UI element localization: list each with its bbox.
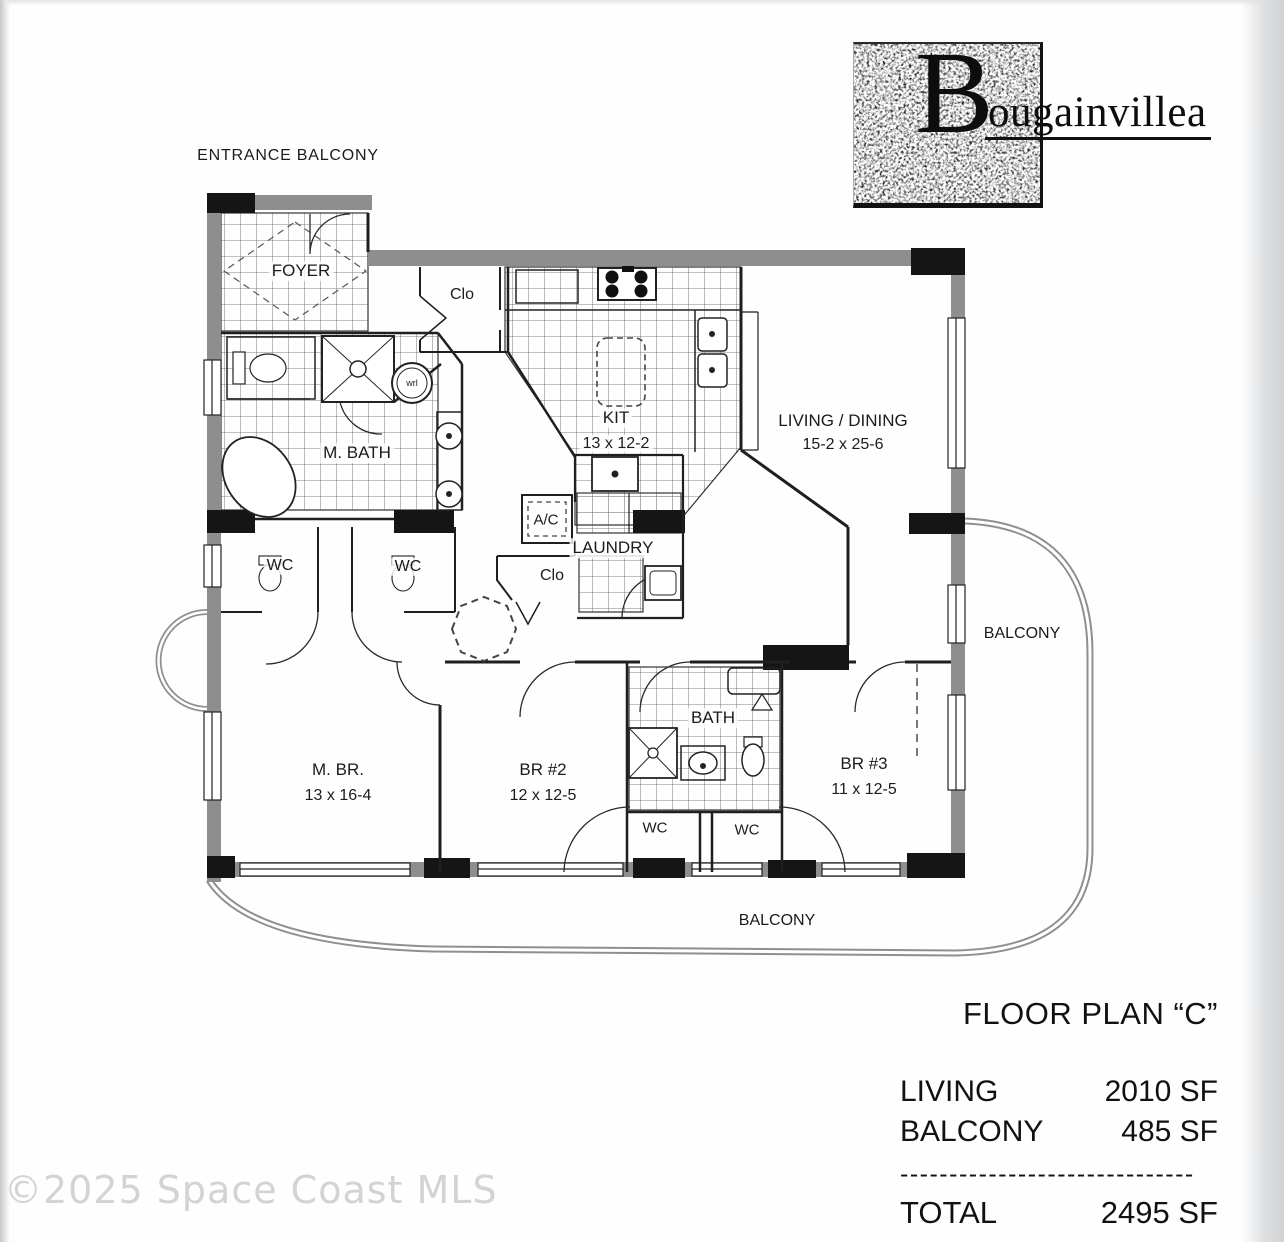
page-edge-top bbox=[0, 0, 1284, 6]
balcony-area-row: BALCONY 485 SF bbox=[900, 1112, 1218, 1152]
wc-bottom-2-label: WC bbox=[731, 821, 763, 839]
ac-closet-label: A/C bbox=[530, 511, 562, 529]
wall-blocks bbox=[207, 193, 965, 878]
balcony-rails bbox=[155, 517, 1094, 957]
balcony-area-value: 485 SF bbox=[1121, 1114, 1218, 1148]
living-area-row: LIVING 2010 SF bbox=[900, 1072, 1218, 1112]
logo-texture-square bbox=[853, 42, 1043, 208]
logo-initial: B bbox=[915, 27, 994, 158]
master-bedroom-label: M. BR. bbox=[312, 760, 364, 780]
page-edge-left bbox=[0, 0, 10, 1242]
living-dining-dims: 15-2 x 25-6 bbox=[802, 435, 884, 453]
floor-plan-title: FLOOR PLAN “C” bbox=[962, 996, 1218, 1031]
kitchen-dims: 13 x 12-2 bbox=[579, 434, 653, 454]
area-rows: LIVING 2010 SF BALCONY 485 SF bbox=[900, 1072, 1218, 1152]
balcony-area-label: BALCONY bbox=[900, 1114, 1044, 1148]
closet-mid-label: Clo bbox=[536, 566, 568, 586]
living-area-value: 2010 SF bbox=[1104, 1075, 1218, 1108]
total-area-row: TOTAL 2495 SF bbox=[900, 1195, 1218, 1231]
whirlpool-label: wrl bbox=[406, 377, 418, 388]
foyer-label: FOYER bbox=[268, 261, 334, 281]
wc-left-1-label: WC bbox=[263, 556, 297, 576]
wc-bottom-1-label: WC bbox=[639, 819, 671, 837]
dashed-details bbox=[222, 221, 646, 663]
door-arcs bbox=[265, 213, 906, 873]
area-summary: FLOOR PLAN “C” LIVING 2010 SF BALCONY 48… bbox=[900, 996, 1218, 1231]
windows bbox=[203, 317, 966, 877]
laundry-label: LAUNDRY bbox=[569, 538, 657, 558]
bougainvillea-logo: B ougainvillea bbox=[853, 34, 1233, 215]
page-edge-right bbox=[1242, 0, 1284, 1242]
mls-watermark: ©2025 Space Coast MLS bbox=[4, 1168, 498, 1212]
bedroom-3-label: BR #3 bbox=[840, 754, 888, 774]
master-bath-label: M. BATH bbox=[320, 443, 394, 463]
living-dining-label: LIVING / DINING bbox=[778, 411, 908, 431]
balcony-right-label: BALCONY bbox=[983, 624, 1061, 642]
master-bedroom-dims: 13 x 16-4 bbox=[304, 786, 372, 804]
balcony-bottom-label: BALCONY bbox=[738, 911, 816, 929]
total-area-label: TOTAL bbox=[900, 1194, 998, 1230]
total-area-value: 2495 SF bbox=[1100, 1194, 1218, 1230]
summary-divider: ------------------------------ bbox=[900, 1161, 1195, 1187]
bedroom-2-dims: 12 x 12-5 bbox=[509, 786, 577, 804]
kitchen-label: KIT bbox=[599, 408, 633, 428]
entrance-balcony-label: ENTRANCE BALCONY bbox=[197, 146, 379, 164]
bedroom-2-label: BR #2 bbox=[519, 760, 567, 780]
logo-underline bbox=[985, 137, 1211, 140]
logo-wordmark: ougainvillea bbox=[988, 89, 1207, 136]
living-area-label: LIVING bbox=[900, 1075, 999, 1108]
fixtures bbox=[221, 266, 781, 781]
wc-left-2-label: WC bbox=[391, 557, 425, 577]
bath-2-label: BATH bbox=[687, 708, 739, 728]
bedroom-3-dims: 11 x 12-5 bbox=[831, 780, 897, 798]
closet-top-label: Clo bbox=[446, 285, 478, 305]
